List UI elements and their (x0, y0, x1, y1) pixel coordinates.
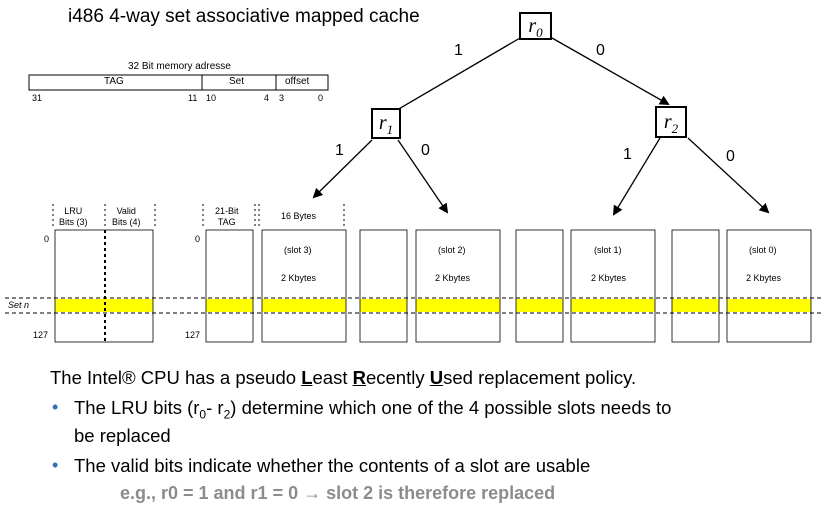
slot-0-name: (slot 0) (749, 245, 777, 255)
bullet-lru: • The LRU bits (r0- r2) determine which … (52, 397, 672, 422)
bullet-dot-icon: • (52, 455, 59, 475)
edge-label-r1-left: 1 (335, 142, 344, 159)
bullet-lru-cont: be replaced (74, 425, 171, 446)
node-r2: r2 (655, 106, 687, 138)
edge-r1-slot3 (312, 139, 373, 199)
slot-1-size: 2 Kbytes (591, 273, 627, 283)
policy-line: The Intel® CPU has a pseudo Least Recent… (50, 367, 637, 388)
edge-label-r2-right: 0 (726, 148, 735, 165)
node-r0: r0 (519, 12, 552, 40)
bullet-dot-icon: • (52, 397, 59, 417)
slot-3-name: (slot 3) (284, 245, 312, 255)
node-r1: r1 (371, 108, 401, 139)
address-set: Set (229, 76, 245, 87)
lru-bits-label: LRU Bits (3) (59, 206, 88, 227)
bit-3: 3 (279, 93, 285, 103)
cache-blocks (205, 229, 812, 343)
edge-r2-slot0 (687, 137, 770, 214)
address-offset: offset (285, 76, 310, 87)
example-line: e.g., r0 = 1 and r1 = 0 → slot 2 is ther… (120, 483, 556, 503)
edge-label-r2-left: 1 (623, 146, 632, 163)
valid-bits-label: Valid Bits (4) (112, 206, 141, 227)
slot-2-name: (slot 2) (438, 245, 466, 255)
edge-r1-slot2 (397, 139, 449, 214)
bit-10: 10 (206, 93, 217, 103)
bullet-valid: • The valid bits indicate whether the co… (52, 455, 591, 476)
edge-label-root-right: 0 (596, 42, 605, 59)
bit-0: 0 (318, 93, 324, 103)
address-tag: TAG (104, 76, 124, 87)
slot-3-size: 2 Kbytes (281, 273, 317, 283)
row-last-tag: 127 (185, 330, 201, 340)
edge-label-root-left: 1 (454, 42, 463, 59)
bit-11: 11 (188, 93, 198, 103)
set-highlight (55, 299, 811, 312)
slot-0-size: 2 Kbytes (746, 273, 782, 283)
edge-label-r1-right: 0 (421, 142, 430, 159)
set-n-label: Set n (8, 300, 30, 310)
edge-r0-r2 (551, 37, 670, 105)
edge-r2-slot1 (612, 137, 661, 216)
bit-31: 31 (32, 93, 43, 103)
slot-2-size: 2 Kbytes (435, 273, 471, 283)
page-title: i486 4-way set associative mapped cache (68, 6, 420, 27)
tag-label: 21-Bit TAG (215, 206, 239, 227)
bit-4: 4 (264, 93, 270, 103)
bytes-label: 16 Bytes (281, 211, 317, 221)
address-heading: 32 Bit memory adresse (128, 61, 231, 72)
row-first-left: 0 (44, 234, 50, 244)
row-last-left: 127 (33, 330, 49, 340)
row-first-tag: 0 (195, 234, 201, 244)
slot-1-name: (slot 1) (594, 245, 622, 255)
